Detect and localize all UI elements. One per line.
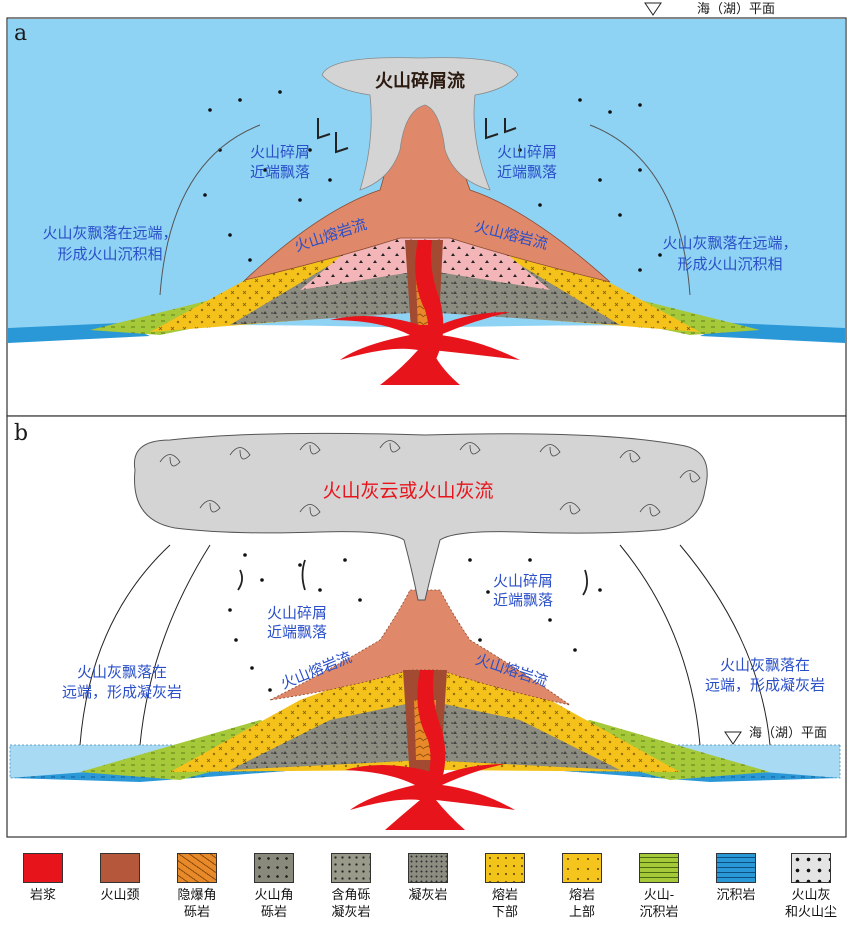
panel-a-plume-label: 火山碎屑流 bbox=[375, 70, 465, 92]
panel-a-distal-left-1: 火山灰飘落在远端， bbox=[42, 224, 177, 242]
panel-a-fall-arrows bbox=[159, 118, 691, 296]
panel-b-proximal-left-1: 火山碎屑 bbox=[267, 604, 327, 622]
panel-a-magma-roots bbox=[330, 312, 520, 385]
panel-a-lava-flow bbox=[243, 102, 611, 283]
panel-b-distal-right-1: 火山灰飘落在 bbox=[720, 656, 810, 674]
legend-label: 岩浆 bbox=[29, 888, 56, 903]
legend-label: 火山颈 bbox=[100, 888, 140, 903]
legend-label: 含角砾 凝灰岩 bbox=[331, 888, 371, 920]
panel-b: 海（湖）平面 b 火山灰云或火山灰流 火山碎屑 近端飘落 火山碎屑 近端飘落 火… bbox=[6, 415, 847, 838]
panel-a-ash-dots bbox=[203, 90, 662, 272]
legend-item-lava-lower: 熔岩 下部 bbox=[466, 853, 544, 921]
legend-item-lava-upper: 熔岩 上部 bbox=[543, 853, 621, 921]
legend-item-crypto-explosive-breccia: 隐爆角 砾岩 bbox=[158, 853, 236, 921]
legend-label: 凝灰岩 bbox=[408, 888, 448, 903]
legend-item-volcanic-sedimentary: 火山- 沉积岩 bbox=[620, 853, 698, 921]
panel-b-magma-roots bbox=[345, 764, 515, 830]
panel-a-water-level-marker: 海（湖）平面 bbox=[644, 2, 775, 17]
panel-b-fall-arrows bbox=[79, 544, 771, 746]
panel-a-distal-left-2: 形成火山沉积相 bbox=[57, 245, 162, 263]
panel-b-water-level-marker bbox=[724, 731, 742, 745]
panel-a-water-level-label: 海（湖）平面 bbox=[697, 2, 775, 17]
legend-item-sedimentary: 沉积岩 bbox=[697, 853, 775, 904]
legend-swatch bbox=[177, 853, 217, 883]
panel-b-ash-dots bbox=[228, 553, 602, 692]
legend-swatch bbox=[408, 853, 448, 883]
panel-a-proximal-left-1: 火山碎屑 bbox=[250, 143, 310, 161]
panel-a-proximal-right-1: 火山碎屑 bbox=[497, 143, 557, 161]
legend-item-magma: 岩浆 bbox=[4, 853, 82, 904]
legend-item-ash-and-dust: 火山灰 和火山尘 bbox=[772, 853, 850, 921]
legend-swatch bbox=[23, 853, 63, 883]
panel-a-proximal-right-2: 近端飘落 bbox=[497, 163, 557, 181]
legend-item-tuff: 凝灰岩 bbox=[389, 853, 467, 904]
panel-a-proximal-left-2: 近端飘落 bbox=[250, 163, 310, 181]
panel-b-water-level-label: 海（湖）平面 bbox=[749, 726, 827, 741]
legend-label: 隐爆角 砾岩 bbox=[177, 888, 217, 920]
legend-swatch bbox=[100, 853, 140, 883]
panel-b-ash-cloud bbox=[133, 432, 708, 601]
panel-b-proximal-right-1: 火山碎屑 bbox=[493, 572, 553, 590]
panel-a-distal-right-1: 火山灰飘落在远端， bbox=[662, 234, 797, 252]
legend-label: 熔岩 下部 bbox=[491, 888, 518, 920]
legend-swatch bbox=[791, 853, 831, 883]
panel-a-letter: a bbox=[14, 21, 27, 46]
legend-item-breccia-tuff: 含角砾 凝灰岩 bbox=[312, 853, 390, 921]
legend-label: 火山- 沉积岩 bbox=[639, 888, 679, 920]
legend-label: 熔岩 上部 bbox=[568, 888, 595, 920]
legend-swatch bbox=[716, 853, 756, 883]
panel-b-proximal-right-2: 近端飘落 bbox=[493, 591, 553, 609]
legend-label: 火山角 砾岩 bbox=[254, 888, 294, 920]
legend-swatch bbox=[639, 853, 679, 883]
panel-b-letter: b bbox=[14, 421, 28, 446]
legend-swatch bbox=[331, 853, 371, 883]
legend-item-volcanic-neck: 火山颈 bbox=[81, 853, 159, 904]
legend-swatch bbox=[485, 853, 525, 883]
panel-b-lava-flow bbox=[269, 589, 571, 706]
panel-b-magma-conduit bbox=[417, 670, 446, 800]
legend-swatch bbox=[254, 853, 294, 883]
panel-b-cloud-label: 火山灰云或火山灰流 bbox=[322, 480, 493, 502]
panel-a: 海（湖）平面 a 火山碎屑流 火山碎屑 近端飘落 火山碎屑 近端飘落 火山熔岩流… bbox=[6, 2, 847, 417]
panel-b-cloud-curls bbox=[159, 440, 701, 517]
legend-label: 火山灰 和火山尘 bbox=[784, 888, 837, 920]
panel-b-distal-left-2: 远端，形成凝灰岩 bbox=[62, 683, 182, 701]
legend-swatch bbox=[562, 853, 602, 883]
legend-item-volcanic-breccia: 火山角 砾岩 bbox=[235, 853, 313, 921]
panel-b-proximal-left-2: 近端飘落 bbox=[267, 623, 327, 641]
panel-a-plume bbox=[321, 57, 519, 191]
panel-b-distal-right-2: 远端，形成凝灰岩 bbox=[705, 676, 825, 694]
legend-label: 沉积岩 bbox=[716, 888, 756, 903]
panel-b-distal-left-1: 火山灰飘落在 bbox=[77, 663, 167, 681]
panel-a-distal-right-2: 形成火山沉积相 bbox=[677, 255, 782, 273]
